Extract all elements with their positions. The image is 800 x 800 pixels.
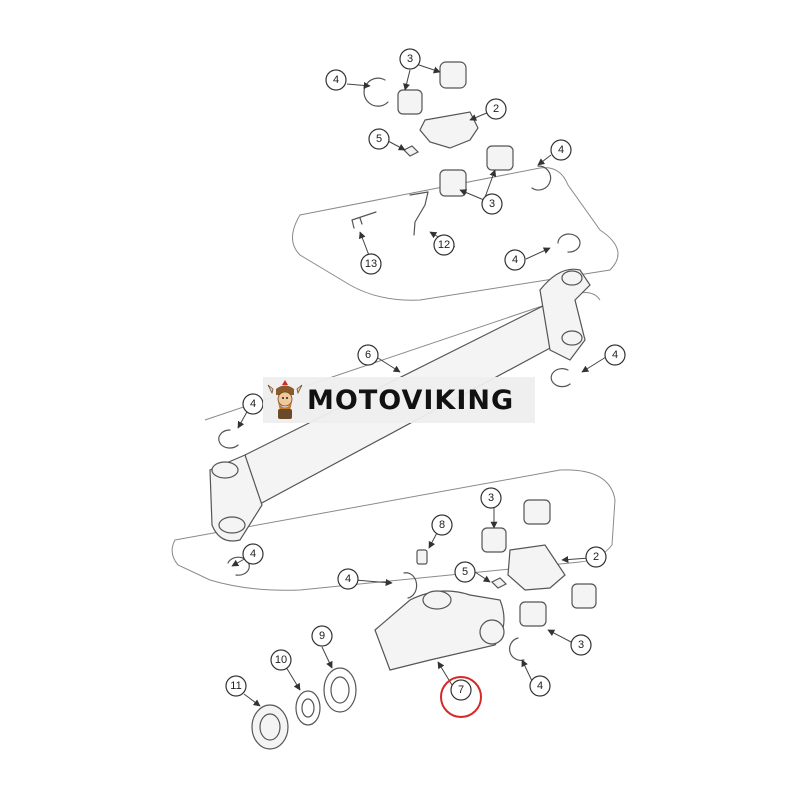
- bearing-cup: [486, 145, 514, 171]
- callout-10: 10: [270, 649, 292, 671]
- callout-4: 4: [337, 568, 359, 590]
- grease-fitting: [402, 145, 420, 157]
- bearing-cup: [523, 499, 551, 525]
- seal-ring-9: [323, 667, 357, 713]
- bearing-cup: [519, 601, 547, 627]
- svg-text:11: 11: [230, 680, 241, 692]
- svg-text:5: 5: [376, 133, 382, 145]
- svg-text:6: 6: [365, 349, 371, 361]
- grease-fitting: [416, 549, 428, 565]
- viking-mascot-icon: [267, 380, 303, 419]
- callout-4: 4: [242, 393, 264, 415]
- callout-5: 5: [454, 561, 476, 583]
- yoke-ear: [479, 619, 505, 645]
- svg-text:3: 3: [407, 53, 413, 65]
- svg-text:4: 4: [250, 398, 256, 410]
- callout-13: 13: [360, 253, 382, 275]
- callout-3: 3: [399, 48, 421, 70]
- yoke-right-ear: [561, 270, 583, 286]
- callout-3: 3: [570, 634, 592, 656]
- svg-text:12: 12: [438, 239, 450, 251]
- grease-fitting: [490, 577, 508, 589]
- bearing-cup: [439, 169, 467, 197]
- callout-9: 9: [311, 625, 333, 647]
- svg-text:9: 9: [319, 630, 325, 642]
- snap-ring: [550, 368, 571, 388]
- yoke-ear: [422, 590, 452, 610]
- svg-text:7: 7: [458, 684, 464, 696]
- yoke-left-ear: [218, 516, 246, 534]
- callout-12: 12: [433, 234, 455, 256]
- washer-10: [295, 690, 321, 726]
- svg-text:3: 3: [578, 639, 584, 651]
- yoke-right-ear: [561, 330, 583, 346]
- callout-7: 7: [450, 679, 472, 701]
- callout-4: 4: [504, 249, 526, 271]
- snap-ring: [531, 165, 552, 191]
- callout-2: 2: [585, 546, 607, 568]
- callout-8: 8: [431, 514, 453, 536]
- upper-group-outline: [292, 167, 619, 301]
- upper-universal-joint: [351, 61, 552, 236]
- svg-text:10: 10: [275, 654, 287, 666]
- callout-3: 3: [480, 487, 502, 509]
- svg-text:4: 4: [537, 680, 543, 692]
- callout-4: 4: [325, 69, 347, 91]
- callout-5: 5: [368, 128, 390, 150]
- svg-text:3: 3: [489, 198, 495, 210]
- callout-4: 4: [550, 139, 572, 161]
- svg-text:4: 4: [558, 144, 564, 156]
- callout-6: 6: [357, 344, 379, 366]
- yoke-left-ear: [211, 461, 239, 479]
- bearing-cup: [481, 527, 507, 553]
- bearing-cup: [397, 89, 423, 115]
- bearing-cup: [439, 61, 467, 89]
- dust-cap-11-inner: [259, 713, 281, 741]
- brand-name: MOTOVIKING: [307, 384, 515, 416]
- callout-4: 4: [242, 543, 264, 565]
- svg-text:2: 2: [593, 551, 599, 563]
- bolt: [351, 211, 377, 229]
- svg-text:4: 4: [250, 548, 256, 560]
- svg-text:3: 3: [488, 492, 494, 504]
- dust-cap-11: [251, 704, 289, 750]
- strap: [409, 191, 429, 236]
- snap-ring: [218, 429, 239, 449]
- highlight-circle: [440, 676, 482, 718]
- snap-ring: [509, 637, 525, 661]
- watermark-banner: MOTOVIKING: [263, 377, 535, 423]
- svg-text:4: 4: [612, 349, 618, 361]
- callout-3: 3: [481, 193, 503, 215]
- snap-ring: [557, 233, 581, 253]
- shaft-group-outline: [171, 469, 616, 591]
- washer-10-inner: [301, 698, 315, 718]
- svg-text:8: 8: [439, 519, 445, 531]
- cross-spider: [507, 544, 566, 591]
- cross-spider: [419, 111, 479, 149]
- callout-4: 4: [604, 344, 626, 366]
- callout-4: 4: [529, 675, 551, 697]
- svg-text:4: 4: [333, 74, 339, 86]
- svg-text:13: 13: [365, 258, 377, 270]
- snap-ring: [363, 77, 389, 107]
- callout-2: 2: [485, 98, 507, 120]
- seal-ring-9-inner: [330, 676, 350, 704]
- svg-text:4: 4: [345, 573, 351, 585]
- svg-text:4: 4: [512, 254, 518, 266]
- bearing-cup: [571, 583, 597, 609]
- callout-11: 11: [225, 675, 247, 697]
- svg-text:5: 5: [462, 566, 468, 578]
- svg-text:2: 2: [493, 103, 499, 115]
- slip-yoke-assembly: [251, 499, 597, 750]
- snap-ring: [403, 572, 418, 599]
